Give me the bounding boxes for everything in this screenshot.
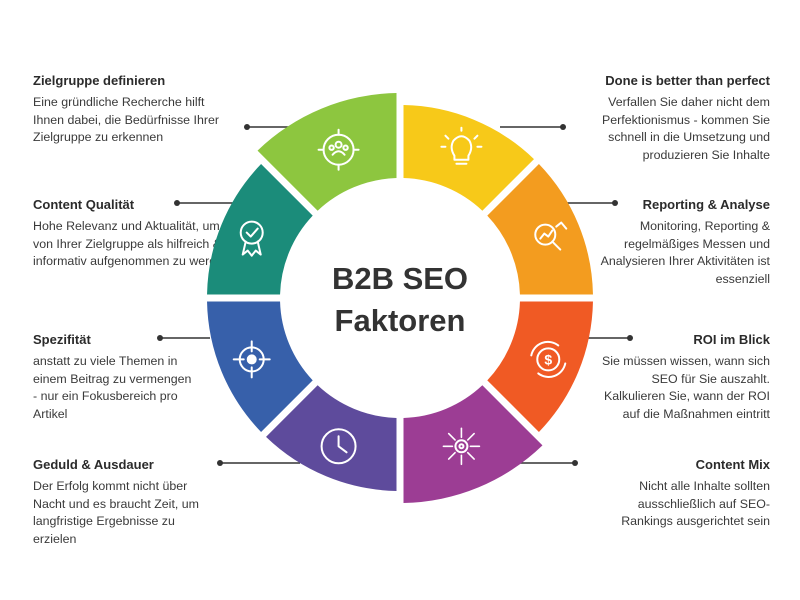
factor-description: Verfallen Sie daher nicht dem Perfektion… (601, 95, 770, 162)
wheel-segment (257, 93, 397, 211)
connector-dot (244, 124, 250, 130)
factor-block-content-mix: Content Mix Nicht alle Inhalte sollten a… (592, 456, 770, 531)
factor-description: Nicht alle Inhalte sollten ausschließlic… (621, 479, 770, 529)
factor-description: Hohe Relevanz und Aktualität, um von Ihr… (33, 219, 230, 269)
clock-icon (320, 428, 357, 465)
lightbulb-icon (440, 126, 483, 165)
factor-title: Done is better than perfect (605, 73, 770, 88)
factor-block-roi: ROI im Blick Sie müssen wissen, wann sic… (598, 331, 770, 423)
factor-block-geduld: Geduld & Ausdauer Der Erfolg kommt nicht… (33, 456, 218, 548)
svg-text:$: $ (544, 351, 552, 367)
connector-dot (157, 335, 163, 341)
center-title-line2: Faktoren (335, 303, 466, 338)
factor-title: Geduld & Ausdauer (33, 457, 154, 472)
factor-description: anstatt zu viele Themen in einem Beitrag… (33, 354, 192, 421)
gear-network-icon (442, 427, 481, 466)
factor-title: Spezifität (33, 332, 91, 347)
factor-block-zielgruppe: Zielgruppe definieren Eine gründliche Re… (33, 72, 238, 147)
crosshair-icon (232, 340, 271, 379)
connector-dot (174, 200, 180, 206)
segment-icons: $ (232, 126, 568, 466)
target-audience-icon (317, 128, 360, 171)
center-title-line1: B2B SEO (332, 261, 468, 296)
factor-description: Monitoring, Reporting & regelmäßiges Mes… (600, 219, 770, 286)
factor-title: Zielgruppe definieren (33, 73, 166, 88)
wheel-segment (266, 385, 397, 491)
factor-title: Content Qualität (33, 197, 135, 212)
analytics-magnifier-icon (534, 221, 568, 251)
factor-block-content-qualitaet: Content Qualität Hohe Relevanz und Aktua… (33, 196, 238, 271)
factor-block-spezifitaet: Spezifität anstatt zu viele Themen in ei… (33, 331, 198, 423)
connector-dot (627, 335, 633, 341)
award-ribbon-icon (239, 220, 264, 257)
wheel-segments (207, 93, 593, 503)
wheel-segment (207, 164, 313, 295)
factor-description: Eine gründliche Recherche hilft Ihnen da… (33, 95, 219, 145)
factor-title: Content Mix (695, 457, 770, 472)
wheel-segment (207, 301, 313, 432)
connector-dot (217, 460, 223, 466)
dollar-coin-icon: $ (530, 340, 567, 378)
wheel-segment (487, 164, 593, 295)
factor-title: Reporting & Analyse (642, 197, 770, 212)
factor-description: Der Erfolg kommt nicht über Nacht und es… (33, 479, 199, 546)
factor-description: Sie müssen wissen, wann sich SEO für Sie… (601, 354, 770, 421)
factor-block-done-better: Done is better than perfect Verfallen Si… (570, 72, 770, 164)
connector-dot (560, 124, 566, 130)
factor-block-reporting: Reporting & Analyse Monitoring, Reportin… (595, 196, 770, 288)
connector-dot (612, 200, 618, 206)
factor-title: ROI im Blick (693, 332, 770, 347)
connector-dot (572, 460, 578, 466)
wheel-segment (403, 385, 543, 503)
